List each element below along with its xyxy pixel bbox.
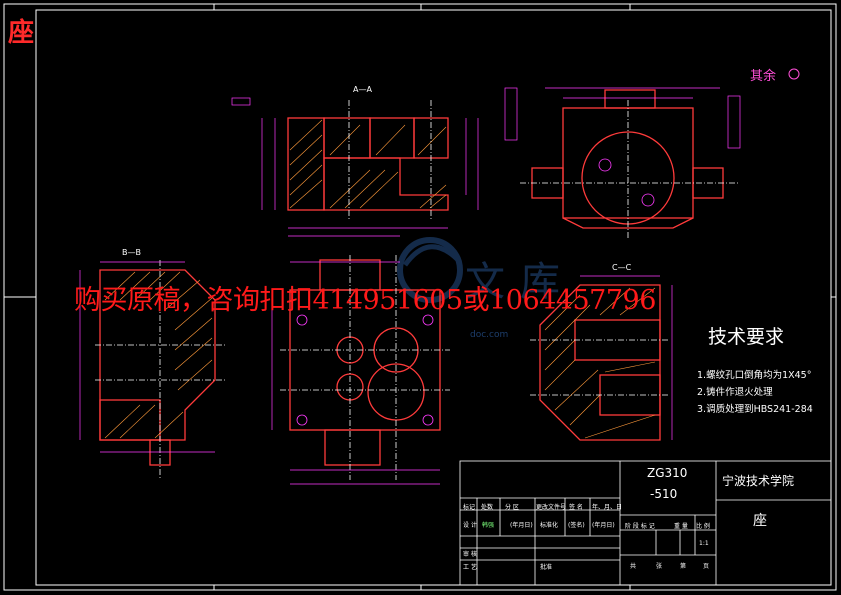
- watermark-logo: 文 库: [397, 237, 560, 305]
- header-cell: 分 区: [505, 504, 519, 511]
- ratio-label: 比 例: [696, 523, 710, 530]
- tech-requirement-item: 3.调质处理到HBS241-284: [697, 404, 813, 415]
- header-cell: 标记: [463, 504, 476, 511]
- title-block: [459, 460, 832, 586]
- part-name: 座: [753, 513, 767, 529]
- hatch-aa: [289, 119, 447, 209]
- sheet-label: 第: [680, 563, 687, 570]
- design-cell: (年月日): [510, 522, 533, 529]
- sheet-label: 共: [630, 563, 637, 570]
- plan-view: [271, 255, 450, 485]
- designer-name: 韩强: [482, 522, 495, 529]
- school-name: 宁波技术学院: [722, 474, 795, 488]
- section-aa-label: A—A: [353, 85, 372, 94]
- sheet-label: 张: [656, 563, 663, 570]
- section-cc-label: C—C: [612, 263, 632, 272]
- roughness-symbol-icon: [788, 68, 800, 80]
- scale-value: 1:1: [699, 540, 709, 547]
- design-cell: 标准化: [540, 522, 559, 529]
- tech-requirement-item: 2.铸件作退火处理: [697, 387, 773, 398]
- section-bb-label: B—B: [122, 248, 141, 257]
- approve-label: 批准: [540, 564, 553, 571]
- drawing-frame: [3, 3, 837, 591]
- roughness-note: 其余: [750, 68, 776, 84]
- tech-requirement-item: 1.螺纹孔口倒角均为1X45°: [697, 370, 812, 381]
- review-label: 审 核: [463, 551, 477, 558]
- section-cc-view: C—C: [530, 263, 673, 441]
- header-cell: 年、月、日: [592, 504, 623, 511]
- sheet-label: 页: [703, 563, 710, 570]
- watermark-site-text: doc.com: [470, 330, 509, 340]
- section-bb-view: B—B: [79, 248, 225, 480]
- design-cell: (签名): [568, 522, 585, 529]
- hatch-cc: [544, 287, 656, 439]
- svg-text:文: 文: [465, 259, 505, 305]
- corner-part-title: 座: [8, 18, 35, 48]
- design-cell: 设 计: [463, 522, 477, 529]
- section-aa-view: A—A: [231, 85, 479, 237]
- watermark-promo-text: 购买原稿，咨询扣扣414951605或1064457796: [74, 285, 656, 316]
- svg-text:库: 库: [520, 259, 560, 305]
- header-cell: 签 名: [569, 504, 583, 511]
- process-label: 工 艺: [463, 564, 477, 571]
- side-view-top-right: 其余: [504, 68, 800, 240]
- drawing-material-line1: ZG310: [647, 466, 688, 480]
- weight-label: 重 量: [674, 523, 688, 530]
- hatch-bb: [104, 271, 213, 439]
- drawing-material-line2: -510: [650, 487, 678, 501]
- header-cell: 更改文件号: [536, 504, 567, 511]
- tech-requirements-title: 技术要求: [708, 326, 785, 348]
- stage-label: 阶 段 标 记: [625, 523, 655, 530]
- design-cell: (年月日): [592, 522, 615, 529]
- header-cell: 处数: [481, 504, 494, 511]
